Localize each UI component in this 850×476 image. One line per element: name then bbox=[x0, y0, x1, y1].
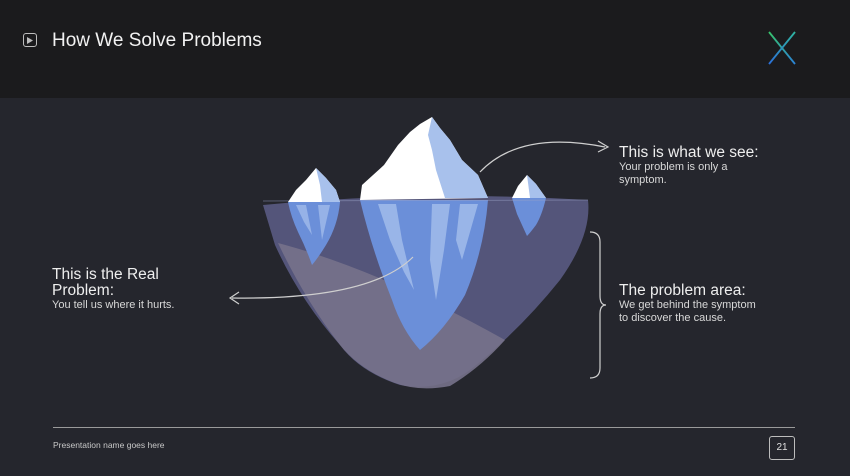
page-number-badge: 21 bbox=[769, 436, 795, 460]
callout-area-body-line-1: We get behind the symptom bbox=[619, 299, 756, 311]
callout-area-heading: The problem area: bbox=[619, 282, 746, 299]
callout-see-body-line-2: symptom. bbox=[619, 173, 667, 186]
callout-real-problem: This is the Real Problem: You tell us wh… bbox=[52, 267, 175, 312]
logo-x-icon bbox=[768, 31, 796, 65]
brace-icon bbox=[589, 231, 607, 379]
light-water-region bbox=[278, 243, 505, 389]
page-title: How We Solve Problems bbox=[52, 30, 262, 51]
footer-presentation-name: Presentation name goes here bbox=[53, 440, 165, 450]
slide-header: How We Solve Problems bbox=[0, 0, 850, 98]
right-berg-underwater bbox=[512, 198, 546, 236]
callout-see-body-line-1: Your problem is only a bbox=[619, 161, 728, 173]
footer-divider bbox=[53, 427, 795, 428]
callout-see-heading: This is what we see: bbox=[619, 144, 759, 161]
play-icon[interactable] bbox=[23, 33, 37, 47]
callout-problem-area: The problem area: We get behind the symp… bbox=[619, 283, 756, 324]
arrow-real-icon bbox=[231, 256, 414, 299]
callout-real-heading-line-2: Problem: bbox=[52, 282, 115, 299]
callout-real-heading-line-1: This is the Real bbox=[52, 266, 159, 283]
callout-what-we-see: This is what we see: Your problem is onl… bbox=[619, 145, 759, 186]
arrow-see-icon bbox=[479, 141, 606, 173]
callout-real-body: You tell us where it hurts. bbox=[52, 299, 175, 311]
callout-area-body-line-2: to discover the cause. bbox=[619, 311, 727, 324]
